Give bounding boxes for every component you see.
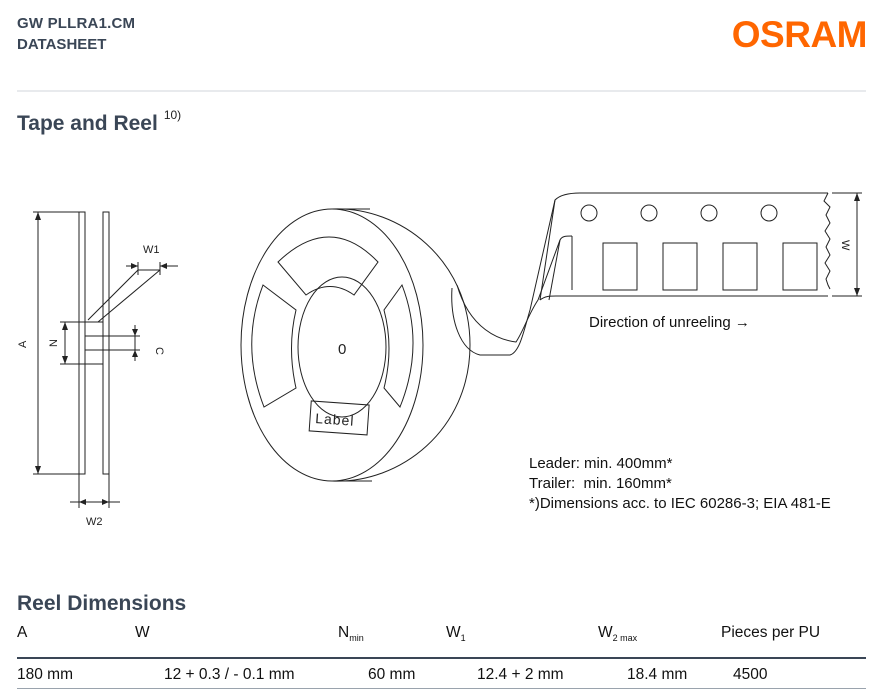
standard-note: *)Dimensions acc. to IEC 60286-3; EIA 48…: [529, 495, 831, 512]
product-name: GW PLLRA1.CM: [17, 15, 136, 32]
col-header-a: A: [17, 624, 28, 641]
col-header-w1-main: W: [446, 624, 461, 641]
dim-label-a: A: [17, 340, 29, 348]
dim-label-w1: W1: [143, 244, 160, 256]
sprocket-hole: [760, 204, 778, 222]
tape-pocket: [722, 242, 758, 291]
sprocket-hole: [580, 204, 598, 222]
col-header-w2: W2 max: [598, 624, 638, 643]
reel-label-text: Label: [315, 410, 355, 429]
dim-label-c: C: [153, 347, 165, 355]
tape-ribbon-top: [451, 192, 828, 356]
reel-flange-right: [102, 211, 110, 475]
reel-dimensions-title: Reel Dimensions: [17, 592, 187, 615]
col-header-n-sub: min: [349, 633, 364, 643]
tape-pocket: [662, 242, 698, 291]
trailer-note: Trailer: min. 160mm*: [529, 475, 672, 492]
col-header-w: W: [135, 624, 150, 641]
cell-n: 60 mm: [368, 666, 416, 683]
col-header-pieces: Pieces per PU: [721, 624, 821, 641]
cell-w: 12 + 0.3 / - 0.1 mm: [164, 666, 295, 683]
cell-w1: 12.4 + 2 mm: [477, 666, 564, 683]
header-divider: [17, 90, 866, 92]
cell-a: 180 mm: [17, 666, 73, 683]
tape-pocket: [782, 242, 818, 291]
unreeling-direction: Direction of unreeling →: [589, 314, 750, 331]
tape-pocket: [602, 242, 638, 291]
reel-label-box: [308, 400, 370, 436]
col-header-n: Nmin: [338, 624, 364, 643]
reel-front: [240, 208, 471, 482]
col-header-w2-sub: 2 max: [612, 633, 638, 643]
cell-pieces: 4500: [733, 666, 768, 683]
cell-w2: 18.4 mm: [627, 666, 688, 683]
osram-logo: OSRAM: [731, 14, 868, 55]
sprocket-hole: [640, 204, 658, 222]
col-header-w1-sub: 1: [460, 633, 466, 643]
reel-flange-left: [78, 211, 86, 475]
hub-mark: 0: [338, 341, 346, 358]
leader-note: Leader: min. 400mm*: [529, 455, 673, 472]
dim-label-n: N: [48, 339, 60, 347]
col-header-w1: W1: [446, 624, 466, 643]
reel-hub-side: [84, 321, 104, 365]
sprocket-hole: [700, 204, 718, 222]
table-bottom-rule: [17, 688, 866, 689]
table-header-rule: [17, 657, 866, 659]
footnote-ref: 10): [163, 108, 182, 122]
tape-reel-title: Tape and Reel: [17, 112, 158, 135]
document-type: DATASHEET: [17, 36, 107, 53]
tape-reel-drawing: W1 W2 A N C W 0 Label Direction of unree…: [17, 192, 862, 528]
dim-label-w: W: [839, 240, 851, 251]
col-header-w2-main: W: [598, 624, 613, 641]
col-header-n-main: N: [338, 624, 350, 641]
tape-reel-heading: Tape and Reel 10): [17, 108, 181, 136]
reel-hub: [297, 276, 387, 418]
dim-label-w2: W2: [86, 516, 103, 528]
